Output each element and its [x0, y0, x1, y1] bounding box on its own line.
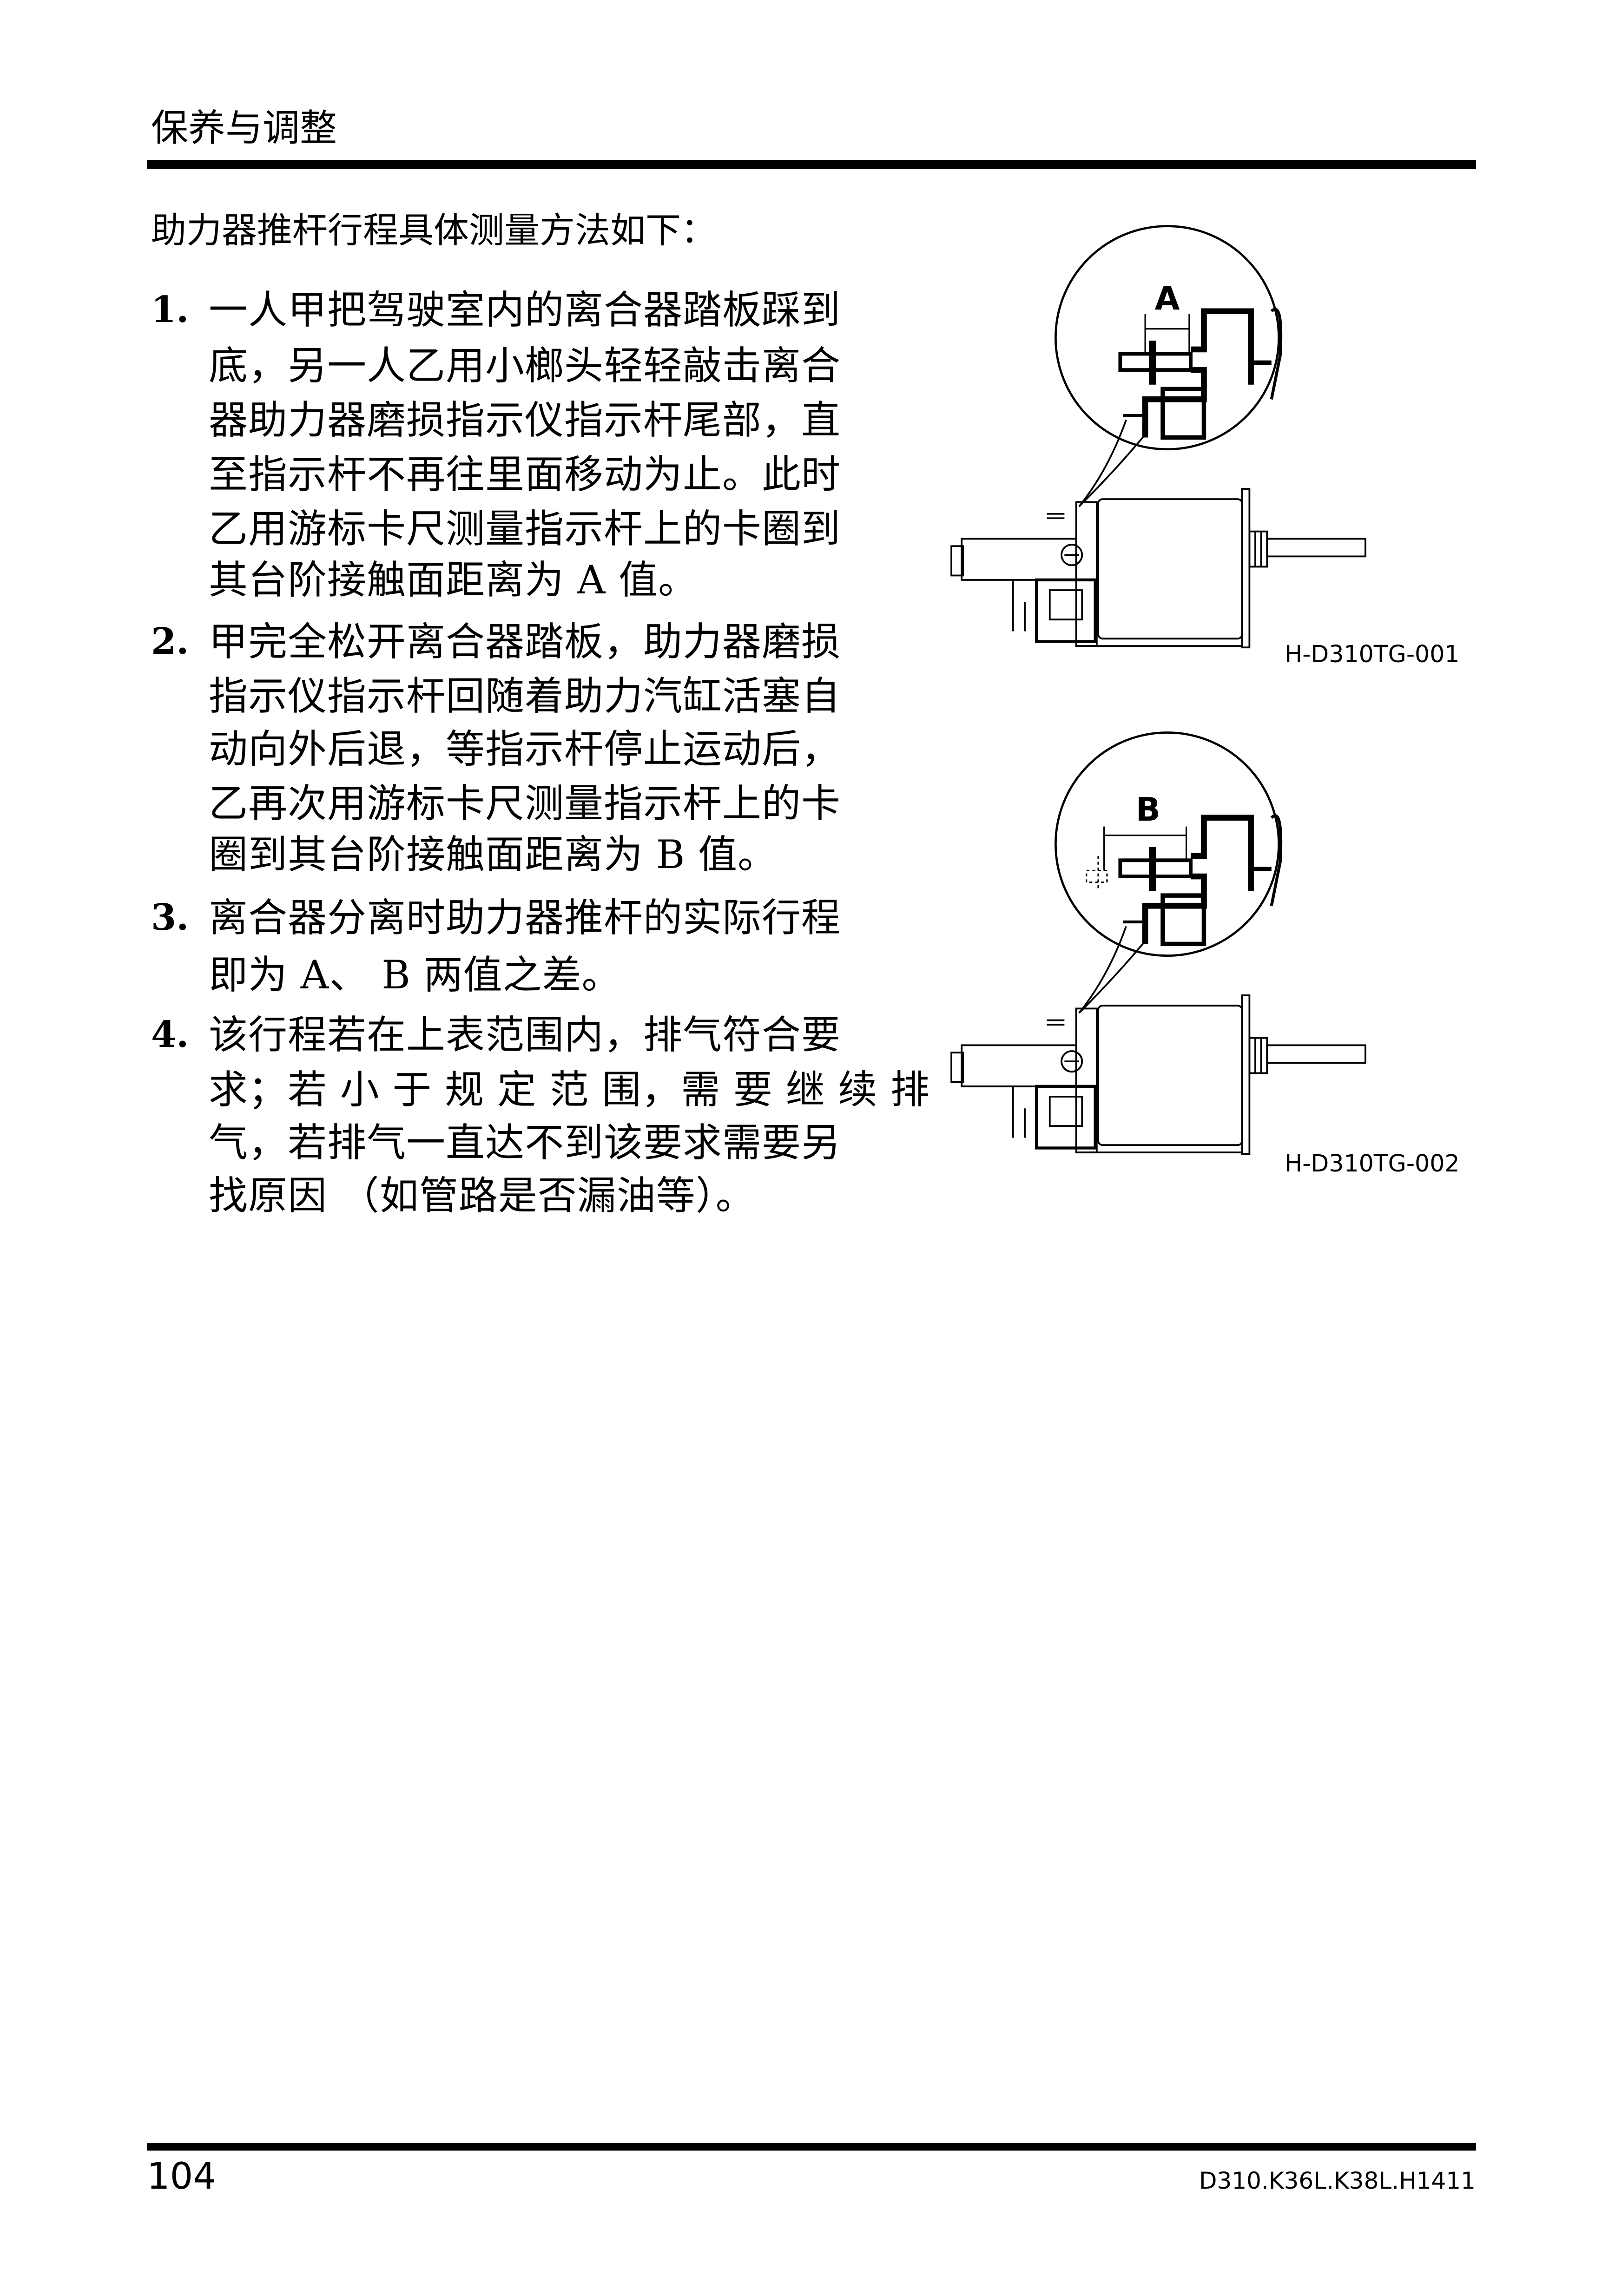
step-line: 底，另一人乙用小榔头轻轻敲击离合 [209, 343, 841, 388]
booster-body [950, 488, 1366, 649]
dimension-label: A [1155, 280, 1180, 318]
figure-caption: H-D310TG-002 [1285, 1150, 1459, 1177]
document-code: D310.K36L.K38L.H1411 [1199, 2167, 1476, 2194]
page-number: 104 [147, 2156, 216, 2197]
step-line: 圈到其台阶接触面距离为 B 值。 [209, 832, 778, 877]
detail-circle [1055, 225, 1280, 451]
step-number: 3. [151, 896, 189, 939]
step-line: 该行程若在上表范围内，排气符合要 [209, 1012, 841, 1058]
step-number: 4. [151, 1013, 189, 1056]
dimension-line [1144, 314, 1190, 353]
intro-text: 助力器推杆行程具体测量方法如下： [151, 210, 716, 251]
step-line: 即为 A、 B 两值之差。 [209, 952, 621, 998]
footer-rule [147, 2143, 1476, 2151]
header-rule [147, 160, 1476, 169]
dimension-line [1103, 826, 1187, 871]
step-line: 至指示杆不再往里面移动为止。此时 [209, 452, 841, 497]
step-line: 指示仪指示杆回随着助力汽缸活塞自 [209, 673, 841, 719]
step-line: 甲完全松开离合器踏板，助力器磨损 [209, 619, 841, 664]
step-number: 1. [151, 289, 189, 331]
step-line: 气，若排气一直达不到该要求需要另 [209, 1120, 841, 1165]
figure-booster-b: B [950, 731, 1460, 1177]
step-line: 求；若 小 于 规 定 范 围，需 要 继 续 排 [209, 1067, 930, 1112]
step-line: 器助力器磨损指示仪指示杆尾部，直 [209, 397, 841, 443]
step-line: 乙用游标卡尺测量指示杆上的卡圈到 [209, 506, 841, 552]
step-line: 离合器分离时助力器推杆的实际行程 [209, 895, 841, 941]
section-title: 保养与调整 [151, 106, 337, 150]
detail-circle [1055, 731, 1280, 957]
step-line: 乙再次用游标卡尺测量指示杆上的卡 [209, 781, 841, 826]
step-line: 一人甲把驾驶室内的离合器踏板踩到 [209, 287, 841, 333]
dimension-label: B [1136, 791, 1160, 829]
step-number: 2. [151, 620, 189, 663]
figure-caption: H-D310TG-001 [1285, 640, 1459, 668]
step-line: 找原因 （如管路是否漏油等）。 [209, 1173, 755, 1218]
figure-booster-a: A H-D31 [950, 225, 1460, 668]
step-line: 其台阶接触面距离为 A 值。 [209, 557, 698, 603]
step-line: 动向外后退，等指示杆停止运动后， [209, 726, 841, 772]
booster-body [950, 994, 1366, 1155]
